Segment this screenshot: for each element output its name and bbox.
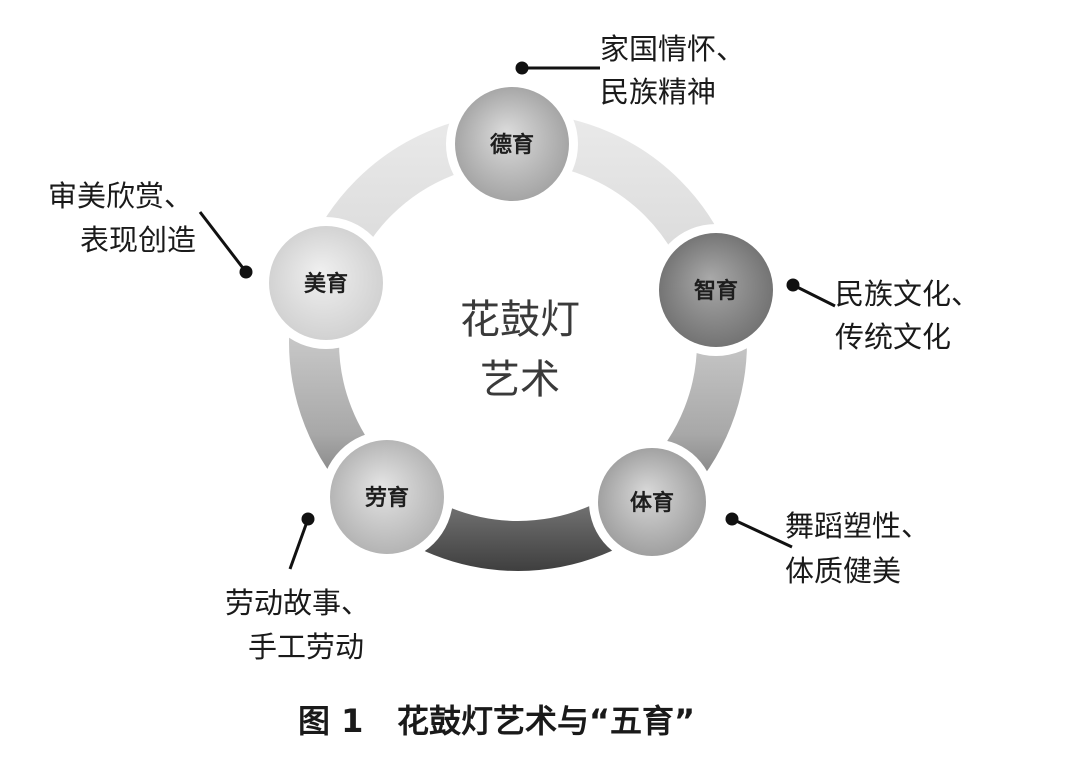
annotation-line-2: 民族精神 (600, 75, 716, 109)
connector-dot (786, 278, 800, 292)
connector-dot (301, 512, 315, 526)
node-moral-education: 德育 (446, 78, 578, 210)
annotation-line-1: 民族文化、 (835, 277, 980, 311)
node-circle (269, 226, 383, 340)
connector-line (198, 211, 248, 273)
annotation-line-2: 传统文化 (835, 320, 951, 354)
annotation-moral-education: 家国情怀、 民族精神 (515, 32, 745, 109)
figure-number: 图 1 (298, 702, 363, 740)
connector-dot (515, 61, 529, 75)
annotation-line-1: 劳动故事、 (225, 586, 370, 620)
annotation-line-1: 家国情怀、 (600, 32, 745, 66)
figure-title: 花鼓灯艺术与“五育” (397, 702, 695, 740)
node-physical-education: 体育 (589, 439, 715, 565)
node-label: 德育 (490, 132, 534, 158)
node-circle (598, 448, 706, 556)
annotation-line-2: 表现创造 (80, 223, 196, 257)
annotation-physical-education: 舞蹈塑性、 体质健美 (725, 509, 930, 588)
annotation-line-1: 审美欣赏、 (48, 179, 193, 213)
node-aesthetic-education: 美育 (260, 217, 392, 349)
connector-line (288, 518, 310, 570)
node-intellectual-education: 智育 (650, 224, 782, 356)
node-labor-education: 劳育 (321, 431, 453, 563)
node-label: 智育 (694, 278, 738, 304)
node-circle (330, 440, 444, 554)
center-title-line-2: 艺术 (480, 357, 560, 403)
annotation-line-2: 体质健美 (785, 554, 901, 588)
node-circle (659, 233, 773, 347)
node-label: 体育 (630, 490, 674, 516)
annotation-intellectual-education: 民族文化、 传统文化 (786, 277, 980, 354)
connector-line (731, 517, 793, 549)
connector-dot (725, 512, 739, 526)
node-label: 劳育 (365, 485, 409, 511)
annotation-line-2: 手工劳动 (248, 630, 364, 664)
node-label: 美育 (304, 271, 348, 297)
node-circle (455, 87, 569, 201)
annotation-line-1: 舞蹈塑性、 (785, 509, 930, 543)
annotation-aesthetic-education: 审美欣赏、 表现创造 (48, 179, 253, 279)
connector-line (792, 283, 836, 308)
center-title: 花鼓灯 艺术 (460, 297, 580, 403)
annotation-labor-education: 劳动故事、 手工劳动 (225, 512, 370, 664)
connector-dot (239, 265, 253, 279)
figure-caption: 图 1 花鼓灯艺术与“五育” (298, 702, 695, 740)
center-title-line-1: 花鼓灯 (460, 297, 580, 343)
